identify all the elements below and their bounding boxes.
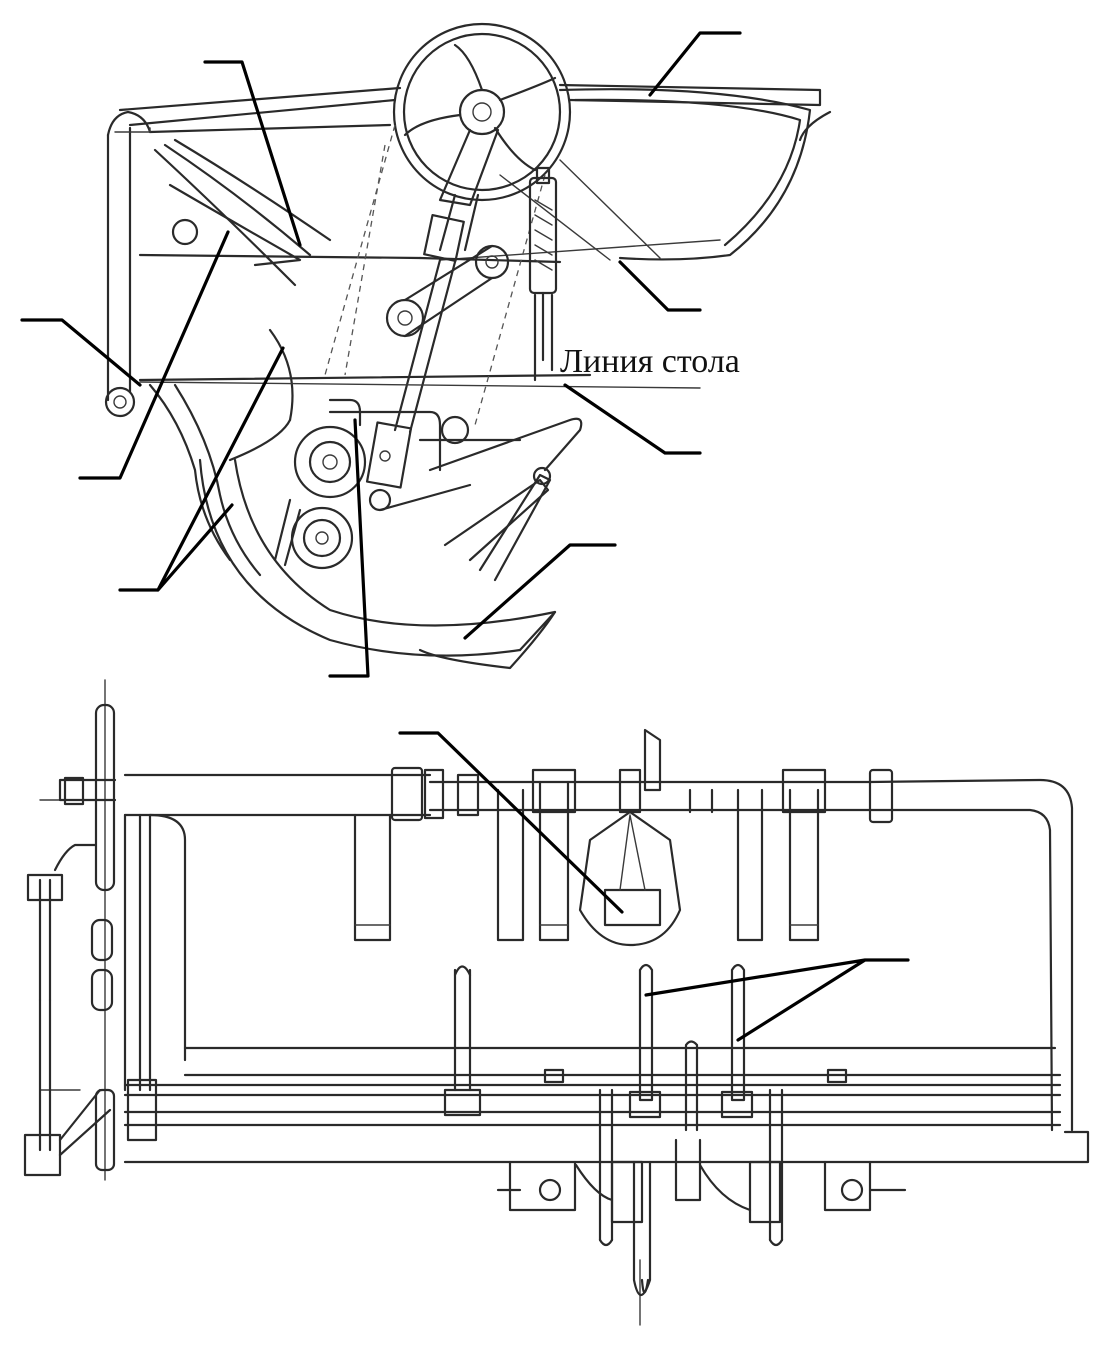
leader-2 xyxy=(648,31,742,97)
connecting-rod xyxy=(365,193,480,512)
lower-arms xyxy=(148,328,583,582)
idler-pulleys xyxy=(385,244,510,445)
leader-6 xyxy=(118,346,285,592)
side-view xyxy=(20,22,832,678)
bottom-clamps xyxy=(496,1088,907,1297)
curved-guide xyxy=(439,88,832,261)
upper-shaft xyxy=(123,766,1074,1132)
leader-lines xyxy=(20,31,742,678)
drive-column xyxy=(23,703,187,1177)
long-tines xyxy=(628,963,754,1132)
upper-fingers xyxy=(353,768,827,942)
plan-leader-lines xyxy=(398,731,910,1042)
top-frame-beam xyxy=(114,83,822,134)
vertical-post xyxy=(104,110,152,418)
leader-11 xyxy=(644,958,910,1042)
leader-9 xyxy=(463,543,617,640)
leader-10 xyxy=(398,731,624,914)
plan-view xyxy=(23,679,1090,1326)
leader-4 xyxy=(20,318,142,387)
lower-shaft xyxy=(123,965,1090,1164)
table-line xyxy=(139,381,701,389)
center-cage xyxy=(578,728,682,947)
table-line-label: Линия стола xyxy=(560,343,740,380)
fork-rods xyxy=(153,138,332,287)
spring-cylinder xyxy=(528,166,558,382)
crank-wheel xyxy=(392,22,572,207)
drive-sprocket xyxy=(273,398,442,570)
leader-3 xyxy=(618,260,702,312)
leader-7 xyxy=(328,418,370,678)
leader-5 xyxy=(78,230,230,480)
leader-1 xyxy=(203,60,302,247)
leader-8 xyxy=(563,383,702,455)
